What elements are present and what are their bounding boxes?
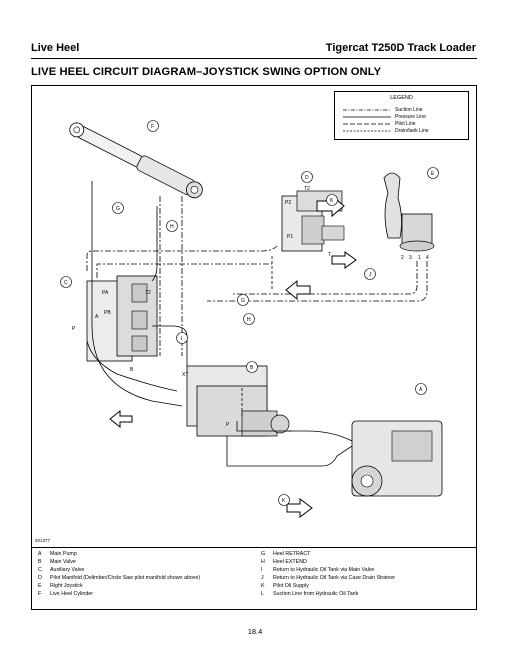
callout-C: C: [64, 280, 68, 286]
callout-E: E: [431, 171, 435, 177]
svg-text:A: A: [95, 314, 99, 320]
callout-K-1: K: [330, 198, 334, 204]
callout-F: F: [151, 124, 154, 130]
right-joystick: 2 3 1 4: [383, 172, 435, 261]
svg-text:XT: XT: [182, 372, 188, 378]
callout-labels: F G H D K E J C G H I B A K: [60, 120, 439, 506]
legend-drain-tank-line: Drain/tank Line: [395, 128, 429, 134]
legend-pilot-line: Pilot Line: [395, 121, 416, 127]
legend-pressure-line: Pressure Line: [395, 114, 426, 120]
callout-B: B: [250, 365, 254, 371]
svg-text:3: 3: [409, 255, 412, 261]
flow-arrows: [109, 194, 357, 518]
svg-text:2: 2: [401, 255, 404, 261]
legend-title: LEGEND: [390, 95, 413, 101]
legend: LEGEND Suction Line Pressure Line Pilot …: [334, 91, 469, 140]
svg-text:P1: P1: [287, 234, 293, 240]
live-heel-cylinder: [69, 122, 203, 199]
svg-text:B: B: [130, 367, 134, 373]
callout-G-2: G: [241, 298, 245, 304]
svg-text:T2: T2: [145, 290, 151, 296]
legend-suction-line: Suction Line: [395, 107, 423, 113]
main-pump: [351, 420, 443, 497]
svg-text:1: 1: [418, 255, 421, 261]
svg-text:P2: P2: [285, 200, 291, 206]
section-title: LIVE HEEL CIRCUIT DIAGRAM–JOYSTICK SWING…: [31, 66, 382, 78]
callout-H-1: H: [170, 224, 174, 230]
callout-J: J: [369, 272, 372, 278]
svg-text:PB: PB: [104, 310, 111, 316]
header-machine-name: Tigercat T250D Track Loader: [325, 42, 476, 54]
drain-lines: [241, 256, 273, 416]
svg-text:4: 4: [426, 255, 429, 261]
callout-G-1: G: [116, 206, 120, 212]
header-section-name: Live Heel: [31, 42, 80, 54]
pilot-lines: [86, 196, 428, 356]
figure-id: 201377: [35, 538, 51, 543]
circuit-diagram-figure: P2 T2 P1 T 2 3 1 4 PA T2 PB A P B: [31, 85, 477, 610]
header-rule: [31, 58, 477, 59]
legend-line-samples: [343, 109, 391, 132]
page-number: 18.4: [247, 627, 263, 636]
callout-H-2: H: [247, 317, 251, 323]
svg-text:P: P: [226, 422, 230, 428]
auxiliary-valve: PA T2 PB A P B: [72, 275, 158, 373]
svg-text:T: T: [328, 252, 331, 258]
callout-I: I: [181, 336, 182, 342]
main-valve: XT P: [182, 365, 290, 437]
callout-K-2: K: [282, 498, 286, 504]
callout-D: D: [305, 175, 309, 181]
svg-text:P: P: [72, 326, 76, 332]
svg-text:PA: PA: [102, 290, 109, 296]
svg-text:T2: T2: [304, 186, 310, 192]
circuit-diagram: P2 T2 P1 T 2 3 1 4 PA T2 PB A P B: [60, 120, 443, 518]
callout-A: A: [419, 387, 423, 393]
